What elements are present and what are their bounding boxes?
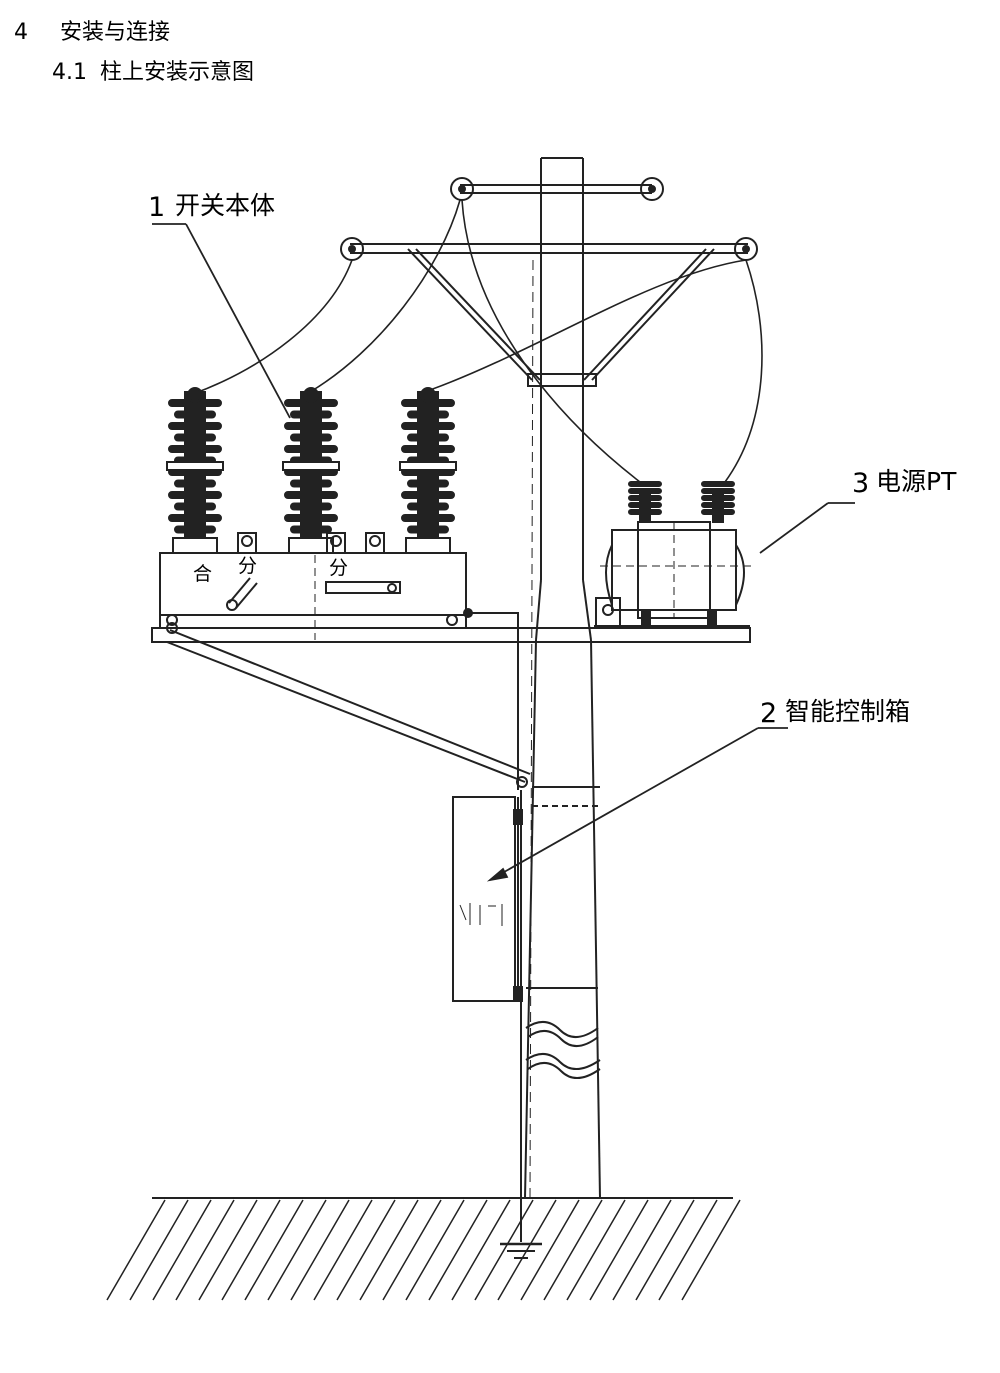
earth-ground [500,790,542,1259]
switch-position-marks: 合 分 分 [193,555,348,585]
pole [524,157,601,1199]
subsection-title: 柱上安装示意图 [100,60,255,85]
callout-number-1: 1 [148,192,165,223]
upper-crossarm [450,177,664,201]
overhead-leads [189,199,763,483]
insulators [166,387,457,554]
power-pt [594,481,752,627]
callout-label-1: 开关本体 [175,191,275,220]
section-title: 安装与连接 [60,20,171,45]
insulator-3 [399,387,457,554]
section-number: 4 [14,20,28,45]
callout-number-3: 3 [852,468,869,499]
callout-label-2: 智能控制箱 [785,697,910,726]
leader-lines [152,223,855,882]
callout-control-box: 2 智能控制箱 [760,697,910,729]
lower-crossarm [340,237,758,387]
callout-label-3: 电源PT [876,467,957,496]
insulator-1 [166,387,224,554]
mounting-platform [151,622,751,788]
close-mark: 合 [193,563,212,585]
control-box [452,796,523,1002]
switch-body [159,532,519,790]
open-mark-2: 分 [329,557,348,579]
callout-switch-body: 1 开关本体 [148,191,275,223]
open-mark-1: 分 [238,555,257,577]
ground [106,1197,741,1301]
callout-number-2: 2 [760,698,777,729]
insulator-2 [282,387,340,554]
subsection-number: 4.1 [52,60,87,85]
callout-power-pt: 3 电源PT [852,467,957,499]
